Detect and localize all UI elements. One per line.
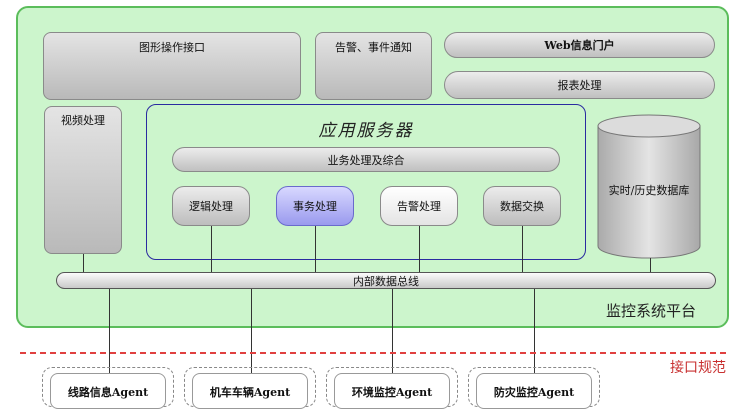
transaction-processing-box[interactable]: 事务处理 [276,186,354,226]
video-processing-label: 视频处理 [61,114,105,127]
bus-agent-connector-3 [392,289,393,373]
alarm-notify-box[interactable]: 告警、事件通知 [315,32,432,100]
vehicle-agent-label: 机车车辆Agent [209,386,291,399]
line-info-agent[interactable]: 线路信息Agent [50,373,166,409]
environment-agent[interactable]: 环境监控Agent [334,373,450,409]
data-exchange-label: 数据交换 [500,200,544,213]
disaster-agent[interactable]: 防灾监控Agent [476,373,592,409]
vehicle-agent[interactable]: 机车车辆Agent [192,373,308,409]
business-processing-label: 业务处理及综合 [327,153,405,167]
alarm-processing-label: 告警处理 [397,200,441,213]
video-processing-box[interactable]: 视频处理 [44,106,122,254]
database-bus-connector [650,258,651,272]
report-label: 报表处理 [557,79,602,92]
internal-data-bus-label: 内部数据总线 [353,274,419,288]
database-label: 实时/历史数据库 [608,184,690,197]
transaction-bus-connector [315,226,316,272]
web-portal-label: Web信息门户 [544,39,615,52]
platform-label: 监控系统平台 [605,302,696,320]
internal-data-bus[interactable]: 内部数据总线 [56,272,716,289]
app-server-frame [146,104,586,260]
gui-interface-box[interactable]: 图形操作接口 [43,32,301,100]
exchange-bus-connector [522,226,523,272]
video-bus-connector [83,254,84,272]
logic-processing-box[interactable]: 逻辑处理 [172,186,250,226]
alarm-bus-connector [419,226,420,272]
bus-agent-connector-1 [109,289,110,373]
bus-agent-connector-2 [251,289,252,373]
environment-agent-label: 环境监控Agent [351,386,433,399]
bus-agent-connector-4 [534,289,535,373]
report-box[interactable]: 报表处理 [444,71,715,99]
web-portal-box[interactable]: Web信息门户 [444,32,715,58]
alarm-notify-label: 告警、事件通知 [335,41,412,54]
interface-spec-line [20,352,726,354]
line-info-agent-label: 线路信息Agent [67,386,149,399]
gui-interface-label: 图形操作接口 [139,41,205,54]
business-processing-bar[interactable]: 业务处理及综合 [172,147,560,172]
app-server-title: 应用服务器 [318,121,414,141]
transaction-processing-label: 事务处理 [293,200,337,213]
data-exchange-box[interactable]: 数据交换 [483,186,561,226]
logic-bus-connector [211,226,212,272]
interface-spec-label: 接口规范 [670,360,726,376]
alarm-processing-box[interactable]: 告警处理 [380,186,458,226]
logic-processing-label: 逻辑处理 [189,200,233,213]
disaster-agent-label: 防灾监控Agent [493,386,575,399]
database-cylinder[interactable] [597,114,701,260]
